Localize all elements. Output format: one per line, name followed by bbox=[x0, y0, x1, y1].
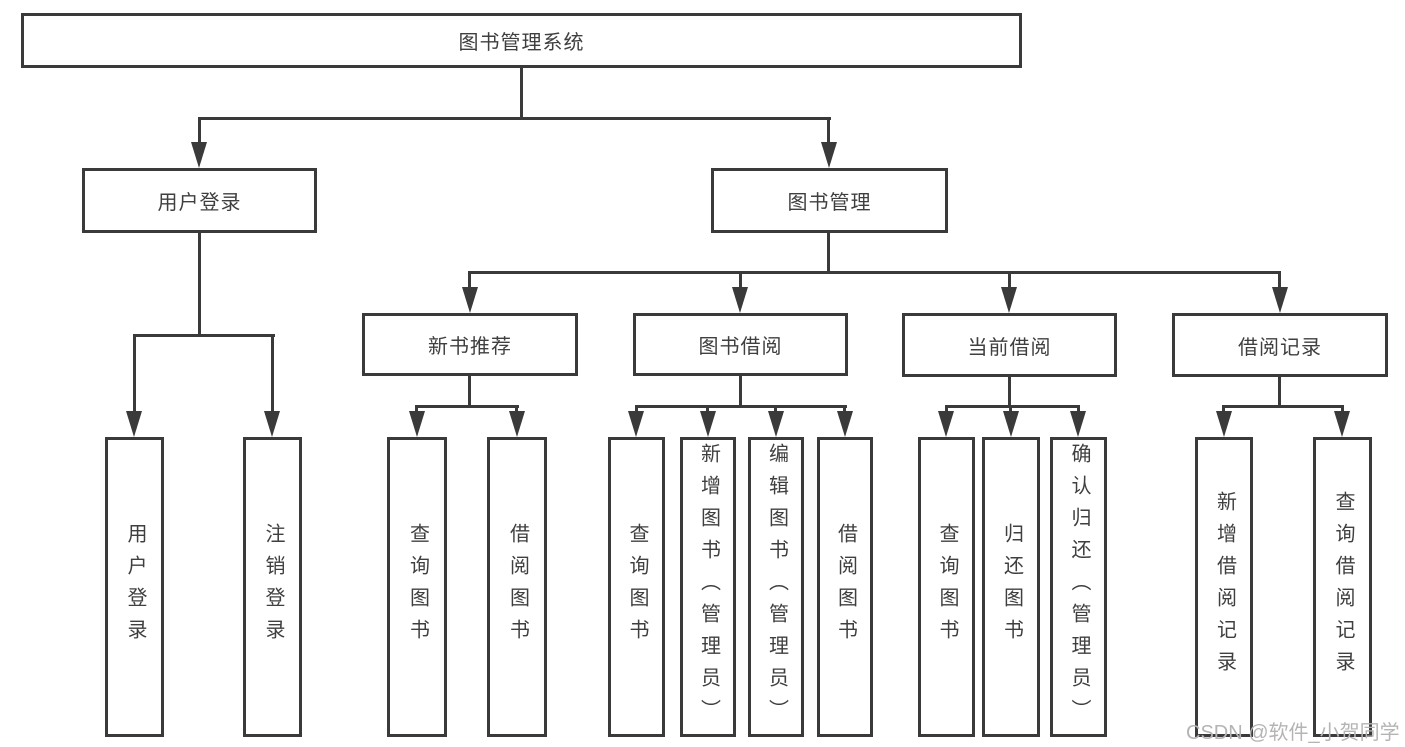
leaf-logout-label: 注销登录 bbox=[262, 523, 284, 651]
node-borrowing-records-label: 借阅记录 bbox=[1238, 336, 1322, 359]
leaf-query-borrow-record: 查询借阅记录 bbox=[1313, 437, 1372, 737]
arrow-down-icon bbox=[700, 411, 716, 437]
leaf-query-books-1-label: 查询图书 bbox=[406, 523, 429, 651]
arrow-down-icon bbox=[1003, 411, 1019, 437]
leaf-query-books-1: 查询图书 bbox=[387, 437, 447, 737]
connector-v bbox=[1222, 405, 1225, 413]
leaf-confirm-return-admin: 确认归还（管理员） bbox=[1050, 437, 1107, 737]
connector-v bbox=[706, 405, 709, 413]
arrow-down-icon bbox=[768, 411, 784, 437]
connector-v bbox=[1008, 376, 1011, 407]
connector-v bbox=[1278, 271, 1281, 288]
node-user-login-label: 用户登录 bbox=[157, 192, 242, 214]
connector-v bbox=[198, 117, 201, 144]
connector-h bbox=[198, 117, 831, 120]
connector-v bbox=[1009, 405, 1012, 413]
leaf-query-borrow-record-label: 查询借阅记录 bbox=[1332, 491, 1354, 683]
leaf-add-borrow-record-label: 新增借阅记录 bbox=[1213, 491, 1236, 683]
arrow-down-icon bbox=[938, 411, 954, 437]
leaf-add-books-admin-label: 新增图书（管理员） bbox=[697, 443, 720, 731]
connector-h bbox=[133, 334, 275, 337]
arrow-down-icon bbox=[1272, 287, 1288, 313]
node-borrowing-records: 借阅记录 bbox=[1172, 313, 1388, 377]
leaf-return-books-label: 归还图书 bbox=[1000, 523, 1023, 651]
csdn-watermark: CSDN @软件_小贺同学 bbox=[1186, 722, 1400, 744]
leaf-borrow-books-2: 借阅图书 bbox=[817, 437, 873, 737]
connector-v bbox=[1278, 376, 1281, 407]
arrow-down-icon bbox=[1001, 287, 1017, 313]
node-root-label: 图书管理系统 bbox=[458, 32, 585, 54]
connector-v bbox=[1077, 405, 1080, 413]
leaf-add-borrow-record: 新增借阅记录 bbox=[1195, 437, 1253, 737]
connector-v bbox=[945, 405, 948, 413]
connector-v bbox=[827, 233, 830, 273]
leaf-edit-books-admin-label: 编辑图书（管理员） bbox=[765, 443, 788, 731]
leaf-query-books-2-label: 查询图书 bbox=[626, 523, 648, 651]
node-user-login: 用户登录 bbox=[82, 168, 317, 233]
leaf-edit-books-admin: 编辑图书（管理员） bbox=[748, 437, 804, 737]
connector-v bbox=[271, 334, 274, 412]
leaf-borrow-books-2-label: 借阅图书 bbox=[834, 523, 857, 651]
connector-v bbox=[1341, 405, 1344, 413]
connector-v bbox=[827, 117, 830, 144]
connector-v bbox=[468, 271, 471, 288]
leaf-query-books-2: 查询图书 bbox=[608, 437, 665, 737]
connector-v bbox=[739, 376, 742, 407]
arrow-down-icon bbox=[191, 142, 207, 168]
connector-h bbox=[945, 405, 1080, 408]
leaf-confirm-return-admin-label: 确认归还（管理员） bbox=[1068, 443, 1090, 731]
arrow-down-icon bbox=[1070, 411, 1086, 437]
connector-v bbox=[468, 376, 471, 407]
node-book-management-label: 图书管理 bbox=[787, 192, 872, 214]
leaf-query-books-3-label: 查询图书 bbox=[936, 523, 958, 651]
leaf-borrow-books-1: 借阅图书 bbox=[487, 437, 547, 737]
arrow-down-icon bbox=[732, 287, 748, 313]
connector-v bbox=[739, 271, 742, 288]
connector-v bbox=[1008, 271, 1011, 288]
connector-v bbox=[415, 405, 418, 413]
arrow-down-icon bbox=[1334, 411, 1350, 437]
connector-h bbox=[415, 405, 519, 408]
leaf-borrow-books-1-label: 借阅图书 bbox=[506, 523, 529, 651]
arrow-down-icon bbox=[509, 411, 525, 437]
node-book-borrowing: 图书借阅 bbox=[633, 313, 848, 376]
node-new-book-recommend: 新书推荐 bbox=[362, 313, 578, 376]
arrow-down-icon bbox=[837, 411, 853, 437]
connector-v bbox=[198, 233, 201, 336]
leaf-return-books: 归还图书 bbox=[982, 437, 1040, 737]
connector-h bbox=[1222, 405, 1344, 408]
connector-v bbox=[774, 405, 777, 413]
arrow-down-icon bbox=[628, 411, 644, 437]
connector-v bbox=[520, 68, 523, 118]
node-current-borrowing-label: 当前借阅 bbox=[967, 336, 1052, 359]
node-root: 图书管理系统 bbox=[21, 13, 1022, 68]
connector-h bbox=[468, 271, 1281, 274]
connector-v bbox=[133, 334, 136, 412]
arrow-down-icon bbox=[409, 411, 425, 437]
connector-v bbox=[515, 405, 518, 413]
arrow-down-icon bbox=[821, 142, 837, 168]
connector-h bbox=[635, 405, 847, 408]
node-new-book-recommend-label: 新书推荐 bbox=[428, 336, 512, 358]
arrow-down-icon bbox=[264, 411, 280, 437]
leaf-user-login-label: 用户登录 bbox=[124, 523, 146, 651]
node-current-borrowing: 当前借阅 bbox=[902, 313, 1117, 377]
leaf-logout: 注销登录 bbox=[243, 437, 302, 737]
arrow-down-icon bbox=[1216, 411, 1232, 437]
node-book-borrowing-label: 图书借阅 bbox=[698, 336, 783, 358]
node-book-management: 图书管理 bbox=[711, 168, 948, 233]
connector-v bbox=[635, 405, 638, 413]
arrow-down-icon bbox=[462, 287, 478, 313]
arrow-down-icon bbox=[126, 411, 142, 437]
connector-v bbox=[843, 405, 846, 413]
leaf-query-books-3: 查询图书 bbox=[918, 437, 975, 737]
leaf-user-login: 用户登录 bbox=[105, 437, 164, 737]
leaf-add-books-admin: 新增图书（管理员） bbox=[680, 437, 736, 737]
